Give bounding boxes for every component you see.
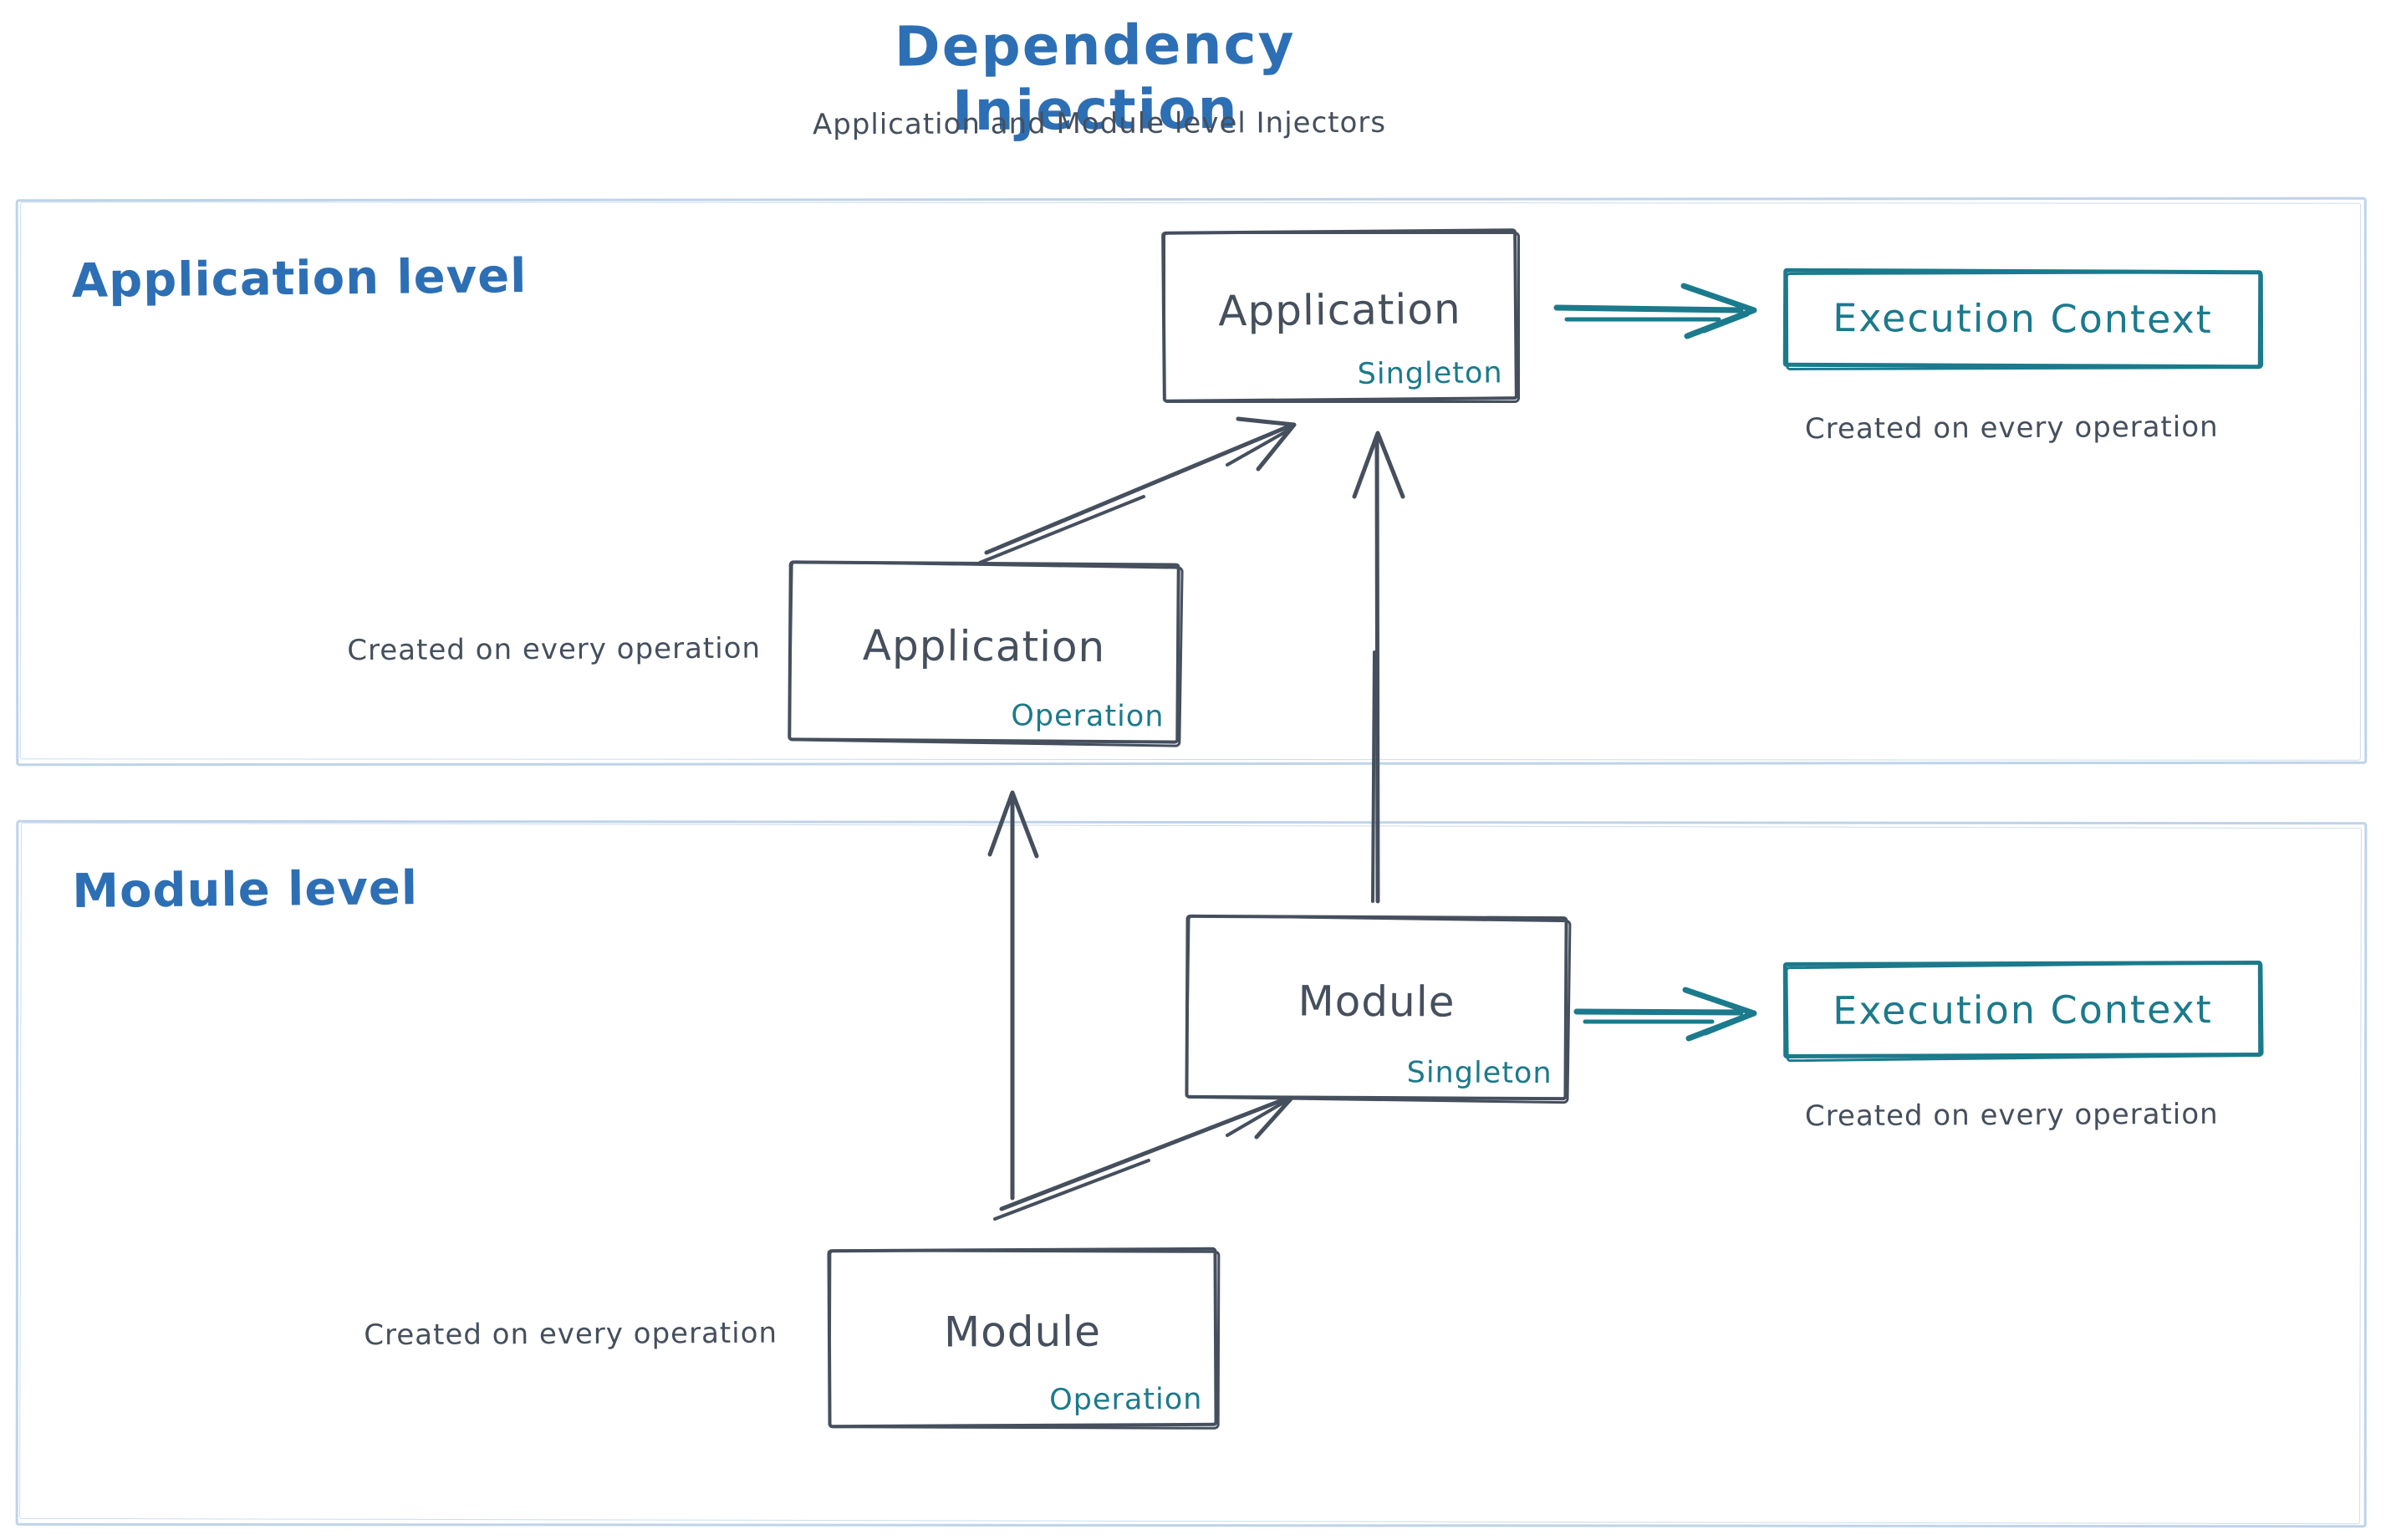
node-module-singleton: Module Singleton bbox=[1185, 914, 1568, 1101]
node-title: Module bbox=[943, 1307, 1102, 1357]
note-execution-context-module: Created on every operation bbox=[1804, 1097, 2219, 1134]
node-title: Execution Context bbox=[1833, 986, 2213, 1033]
scope-badge: Singleton bbox=[1406, 1056, 1552, 1091]
node-execution-context-application: Execution Context bbox=[1782, 268, 2263, 370]
node-title: Execution Context bbox=[1833, 295, 2213, 342]
node-title: Application bbox=[862, 621, 1106, 672]
node-execution-context-module: Execution Context bbox=[1782, 961, 2263, 1058]
note-execution-context-application: Created on every operation bbox=[1804, 410, 2219, 446]
note-app-operation: Created on every operation bbox=[347, 631, 762, 668]
node-module-operation: Module Operation bbox=[827, 1247, 1218, 1429]
node-application-operation: Application Operation bbox=[788, 560, 1180, 744]
scope-badge: Operation bbox=[1049, 1382, 1203, 1417]
section-application-label: Application level bbox=[71, 248, 528, 309]
section-module-label: Module level bbox=[71, 861, 419, 919]
note-module-operation: Created on every operation bbox=[364, 1316, 778, 1353]
node-title: Application bbox=[1218, 284, 1461, 335]
scope-badge: Singleton bbox=[1357, 356, 1503, 391]
node-title: Module bbox=[1298, 977, 1456, 1027]
node-application-singleton: Application Singleton bbox=[1161, 228, 1518, 403]
scope-badge: Operation bbox=[1011, 699, 1165, 734]
page-subtitle: Application and Module level Injectors bbox=[812, 105, 1387, 142]
